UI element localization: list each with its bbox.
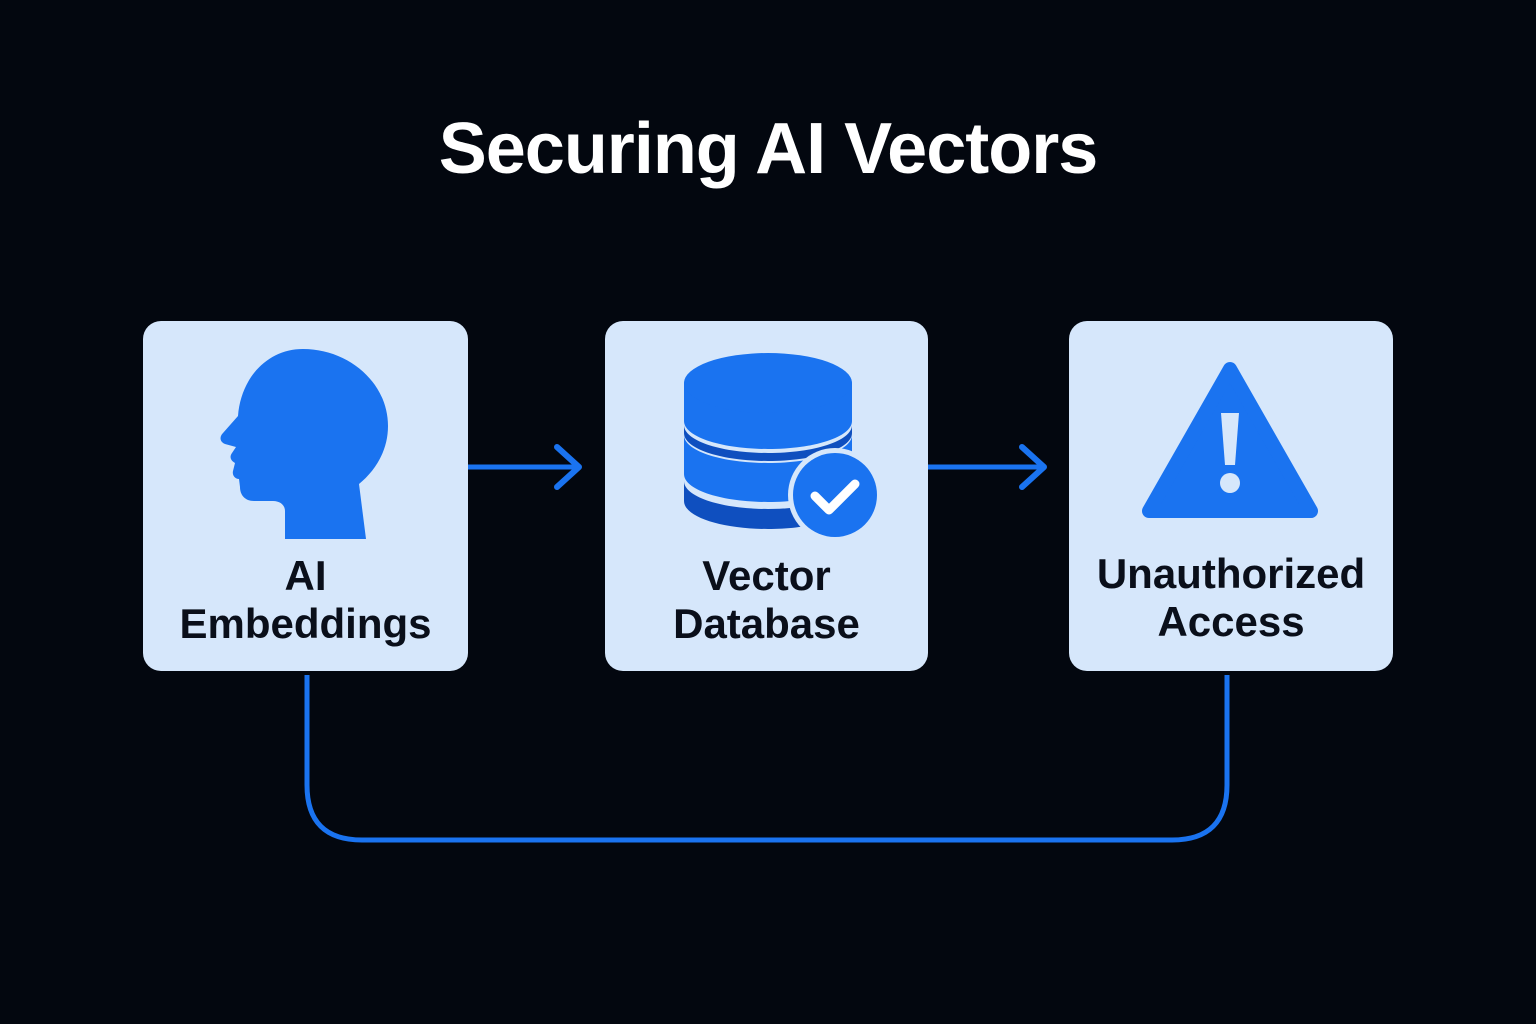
node-label: AI Embeddings: [179, 552, 432, 647]
database-check-icon: [684, 353, 882, 542]
arrow-database-to-access: [928, 444, 1047, 490]
bypass-connector: [304, 675, 1230, 843]
node-unauthorized-access: Unauthorized Access: [1069, 321, 1393, 671]
node-label: Unauthorized Access: [1096, 550, 1366, 645]
node-vector-database: Vector Database: [605, 321, 928, 671]
head-icon: [220, 349, 388, 539]
check-badge-icon: [788, 448, 882, 542]
node-ai-embeddings: AI Embeddings: [143, 321, 468, 671]
arrow-embeddings-to-database: [468, 444, 582, 490]
node-label: Vector Database: [673, 552, 860, 647]
diagram-title: Securing AI Vectors: [438, 109, 1099, 189]
warning-icon: [1142, 362, 1318, 518]
